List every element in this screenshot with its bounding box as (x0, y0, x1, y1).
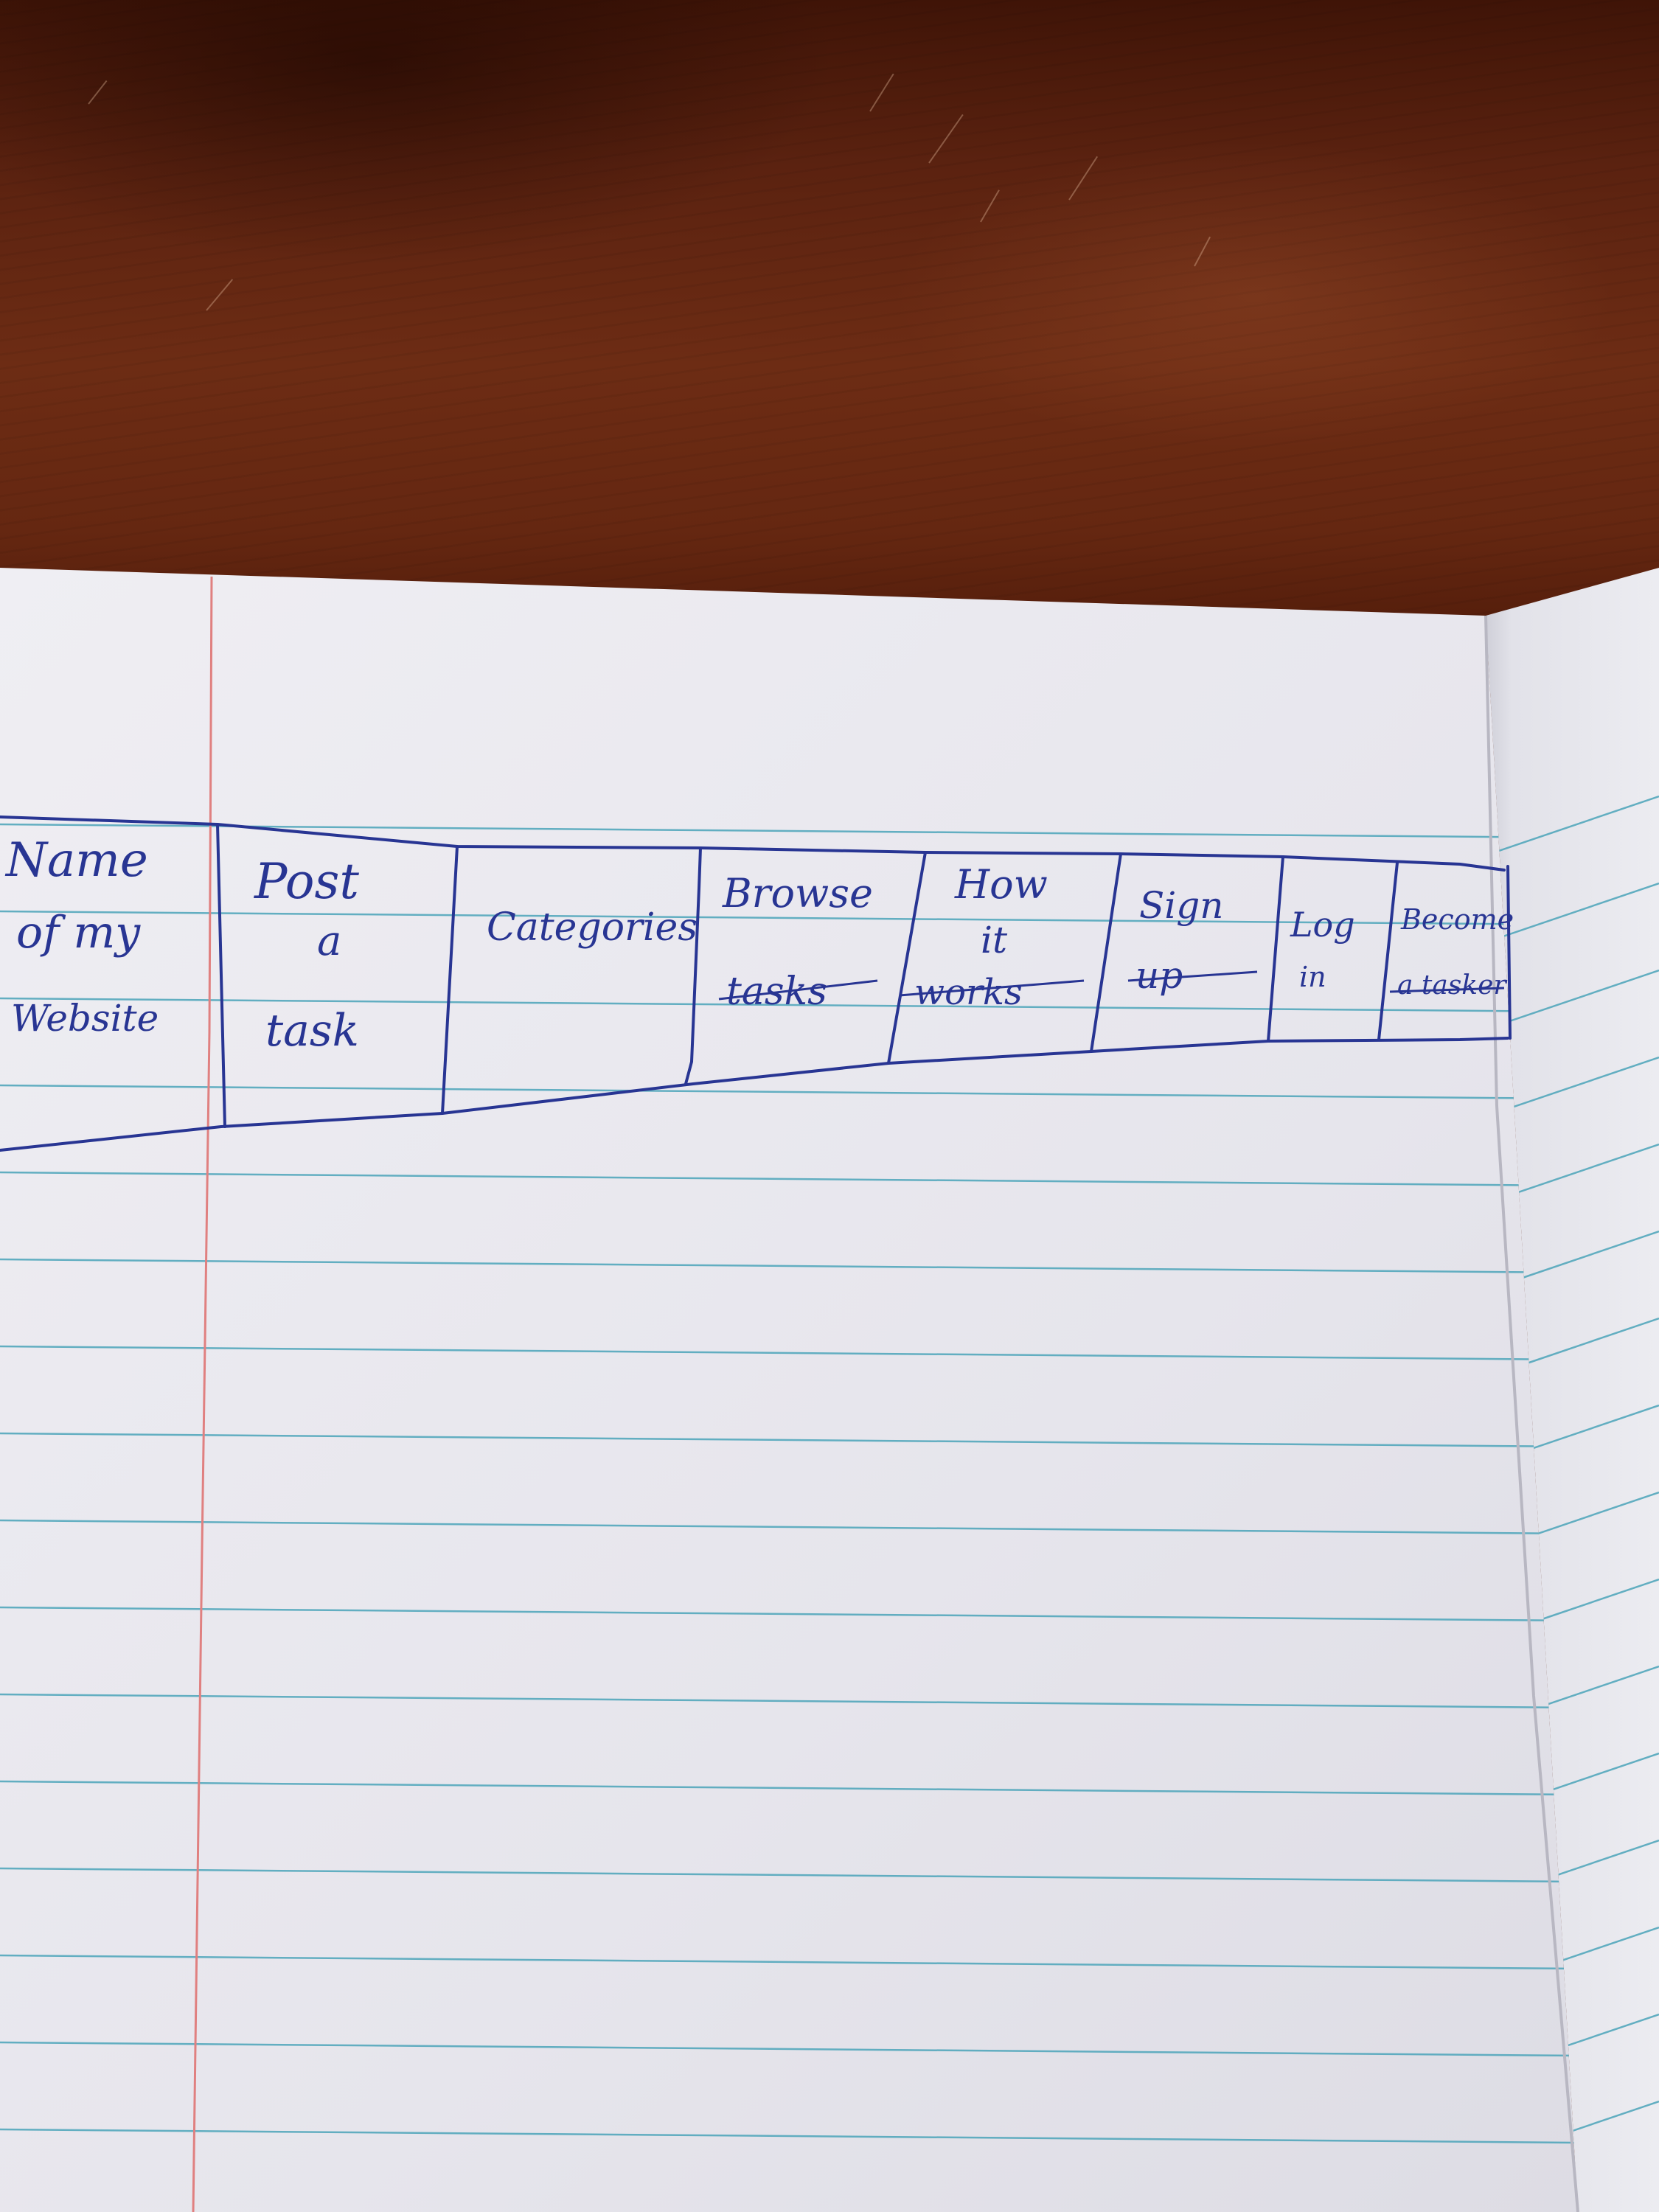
nav-sign-up-line-1: Sign (1139, 884, 1223, 927)
rule-line (0, 1258, 1578, 1274)
rule-line (0, 1432, 1578, 1448)
rule-line (0, 2041, 1578, 2057)
nav-become-a-tasker-line-2: a tasker (1397, 970, 1507, 1001)
rule-line (1486, 795, 1659, 857)
nav-item-become-a-tasker[interactable]: Become a tasker (1389, 865, 1514, 1040)
left-page-rules (0, 823, 1578, 2144)
website-name-line-3: Website (11, 997, 159, 1040)
strike-line (718, 979, 878, 1001)
nav-log-in-line-2: in (1299, 961, 1326, 993)
cell-divider (1267, 855, 1284, 1043)
cell-divider (1506, 865, 1512, 1040)
rule-line (1486, 969, 1659, 1031)
website-name-line-1: Name (4, 833, 148, 888)
strike-line (1127, 970, 1258, 982)
nav-item-browse-tasks[interactable]: Browse tasks (718, 851, 927, 1065)
margin-line (192, 576, 213, 2212)
website-name-line-2: of my (16, 907, 141, 959)
rule-line (0, 1345, 1578, 1361)
nav-log-in-line-1: Log (1290, 905, 1355, 945)
nav-become-a-tasker-line-1: Become (1400, 903, 1514, 936)
nav-post-a-task-line-3: task (265, 1005, 359, 1057)
page-gutter (1484, 615, 1579, 2212)
nav-sign-up-line-2: up (1135, 954, 1183, 997)
notebook-left-page (0, 568, 1578, 2212)
rule-line (0, 1606, 1578, 1622)
rule-line (1486, 882, 1659, 944)
rule-line (0, 1084, 1578, 1100)
cell-divider (1090, 852, 1122, 1053)
cell-divider (887, 851, 927, 1065)
rule-line (0, 823, 1578, 839)
nav-post-a-task-line-2: a (317, 917, 341, 965)
rule-line (0, 997, 1578, 1013)
strike-line (899, 979, 1085, 997)
nav-item-sign-up[interactable]: Sign up (1127, 855, 1284, 1043)
notebook-right-page (1486, 568, 1659, 2212)
rule-line (0, 1780, 1578, 1796)
rule-line (0, 1867, 1578, 1883)
rule-line (0, 1693, 1578, 1709)
cell-divider (441, 845, 459, 1115)
rule-line (0, 910, 1578, 926)
nav-how-it-works-line-1: How (954, 861, 1048, 908)
nav-item-how-it-works[interactable]: How it works (899, 852, 1122, 1053)
rule-line (0, 1171, 1578, 1187)
rule-line (1486, 1056, 1659, 1118)
website-name-cell[interactable]: Name of my Website (4, 823, 226, 1128)
nav-item-categories[interactable]: Categories (487, 846, 702, 1085)
nav-how-it-works-line-2: it (981, 919, 1008, 961)
rule-line (0, 2128, 1578, 2144)
cell-divider (1377, 861, 1399, 1041)
strike-line (1389, 987, 1505, 993)
cell-divider (684, 846, 702, 1085)
nav-item-post-a-task[interactable]: Post a task (254, 845, 459, 1115)
rule-line (0, 1519, 1578, 1535)
rule-line (0, 1954, 1578, 1970)
nav-item-log-in[interactable]: Log in (1290, 861, 1399, 1041)
nav-post-a-task-line-1: Post (254, 853, 359, 910)
cell-divider (216, 823, 226, 1128)
wooden-table (0, 0, 1659, 664)
nav-categories-label: Categories (487, 905, 698, 950)
nav-browse-tasks-line-1: Browse (722, 870, 873, 917)
